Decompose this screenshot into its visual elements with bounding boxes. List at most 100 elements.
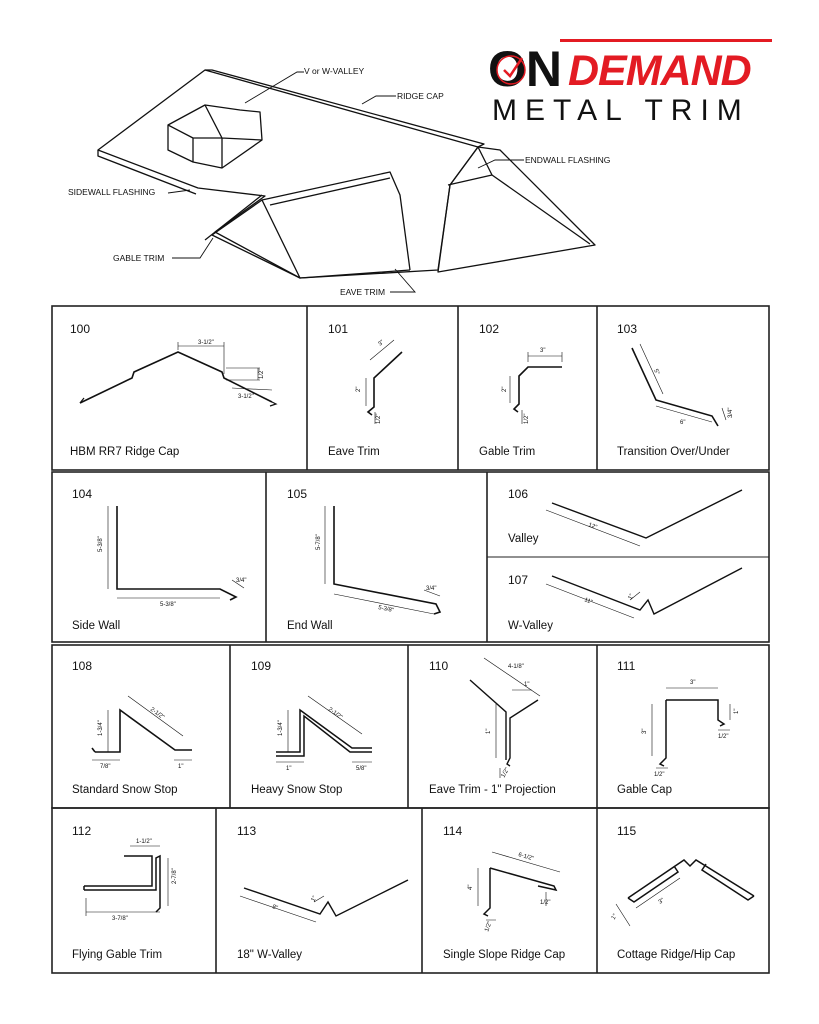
product-name: Gable Trim (479, 446, 536, 458)
logo-subtitle: METAL TRIM (492, 94, 750, 127)
product-name: Eave Trim - 1" Projection (429, 784, 556, 796)
dimension-label: 1/2" (654, 772, 664, 778)
dimension-label: 4" (468, 885, 474, 890)
dimension-label: 6-1/2" (517, 852, 534, 862)
dimension-label: 3" (377, 339, 385, 347)
product-number: 106 (508, 487, 529, 501)
dimension-label: 5-3/8" (378, 605, 395, 614)
dimension-label: 12" (587, 522, 597, 531)
dimension-label: 1" (628, 593, 636, 601)
dimension-label: 7/8" (100, 764, 110, 770)
logo-demand: DEMAND (568, 47, 752, 95)
dimension-label: 8" (271, 904, 278, 911)
dimension-label: 5-3/8" (160, 602, 176, 608)
dimension-label: 2" (502, 387, 508, 392)
product-number: 111 (617, 659, 636, 673)
dimension-label: 1/2" (259, 369, 265, 379)
product-name: W-Valley (508, 620, 553, 632)
roof-main-slab (97, 69, 479, 279)
product-number: 100 (70, 322, 91, 336)
product-number: 107 (508, 573, 529, 587)
product-name: Side Wall (72, 620, 121, 632)
product-number: 108 (72, 659, 93, 673)
dimension-label: 1/2" (718, 734, 728, 740)
dimension-label: 1/2" (540, 900, 550, 906)
product-name: Transition Over/Under (617, 446, 730, 458)
product-number: 114 (443, 824, 463, 838)
dimension-label: 11" (583, 597, 593, 606)
product-name: Valley (508, 533, 539, 545)
gable-section (211, 199, 301, 279)
dimension-label: 1" (178, 764, 183, 770)
dimension-label: 5-3/8" (98, 536, 104, 552)
dimension-label: 3/4" (236, 578, 246, 584)
dimension-label: 1" (286, 766, 291, 772)
dimension-label: 3/4" (426, 586, 436, 592)
right-wing (437, 146, 596, 273)
dimension-label: 3-1/2" (238, 394, 254, 400)
dimension-label: 3/4" (728, 408, 734, 418)
product-name: HBM RR7 Ridge Cap (70, 446, 180, 458)
product-name: Heavy Snow Stop (251, 784, 343, 796)
dimension-label: 1" (524, 682, 529, 688)
roof-diagram: V or W-VALLEY RIDGE CAP ENDWALL FLASHING… (68, 66, 610, 297)
label-valley: V or W-VALLEY (304, 66, 364, 76)
dimension-label: 5" (652, 368, 660, 375)
product-number: 102 (479, 322, 500, 336)
product-name: 18" W-Valley (237, 949, 303, 961)
dimension-label: 1-1/2" (136, 839, 152, 845)
dimension-label: 3-7/8" (112, 916, 128, 922)
product-name: Standard Snow Stop (72, 784, 178, 796)
product-name: Cottage Ridge/Hip Cap (617, 949, 736, 961)
product-number: 109 (251, 659, 272, 673)
product-number: 105 (287, 487, 308, 501)
product-number: 112 (72, 824, 92, 838)
dimension-label: 1/2" (484, 921, 493, 933)
label-gable: GABLE TRIM (113, 253, 164, 263)
label-eave: EAVE TRIM (340, 287, 385, 297)
dimension-label: 1" (734, 709, 740, 714)
product-number: 110 (429, 659, 449, 673)
product-name: Single Slope Ridge Cap (443, 949, 566, 961)
product-number: 103 (617, 322, 638, 336)
dimension-label: 1/2" (501, 767, 511, 779)
roof-main-slab-edge (97, 69, 485, 195)
product-number: 104 (72, 487, 93, 501)
dimension-label: 1-3/4" (98, 720, 104, 736)
dimension-label: 1-3/4" (278, 720, 284, 736)
dimension-label: 3" (540, 348, 545, 354)
product-number: 115 (617, 824, 637, 838)
dimension-label: 3" (642, 729, 648, 734)
dimension-label: 4-1/8" (508, 664, 524, 670)
dimension-label: 1/2" (376, 414, 382, 424)
product-number: 101 (328, 322, 349, 336)
dimension-label: 6" (680, 420, 685, 426)
label-ridge-cap: RIDGE CAP (397, 91, 444, 101)
clock-icon (496, 55, 526, 85)
product-name: Eave Trim (328, 446, 380, 458)
dimension-label: 3" (690, 680, 695, 686)
logo-accent-line (560, 39, 772, 42)
dimension-label: 1/2" (524, 414, 530, 424)
product-name: Flying Gable Trim (72, 949, 163, 961)
label-endwall: ENDWALL FLASHING (525, 155, 610, 165)
dimension-label: 5-7/8" (316, 534, 322, 550)
dimension-label: 1" (486, 729, 492, 734)
product-name: Gable Cap (617, 784, 672, 796)
dimension-label: 2" (356, 387, 362, 392)
